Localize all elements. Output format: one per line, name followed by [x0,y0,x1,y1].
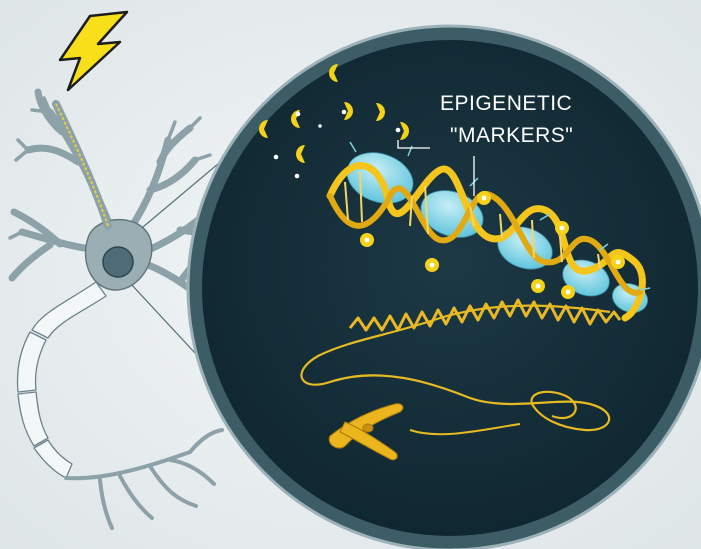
epigenetic-label-line1: EPIGENETIC [440,92,572,115]
epigenetic-label-line2: "MARKERS" [450,124,573,147]
zoom-circle: EPIGENETIC "MARKERS" [188,26,701,549]
neuron-nucleus [103,247,133,277]
